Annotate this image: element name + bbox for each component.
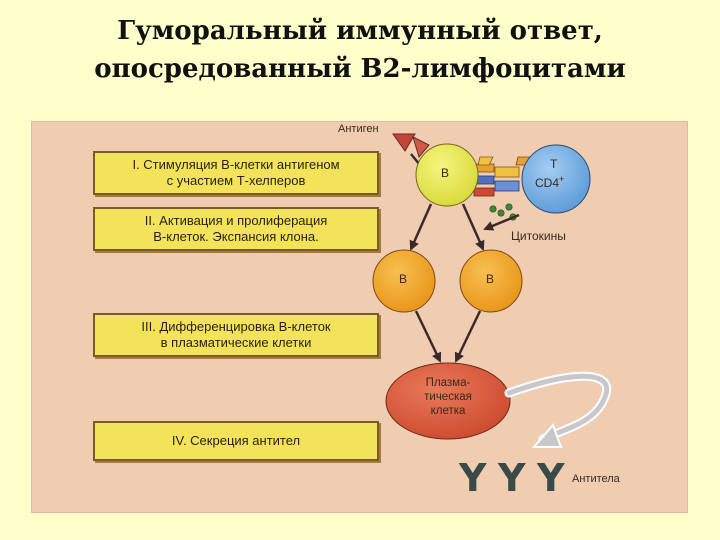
step-2-line-1: II. Активация и пролиферация [144,213,328,228]
diagram-drawing [372,133,612,448]
arrow-to-plasma-right [454,310,482,363]
b-clone-left-label: B [399,272,408,286]
step-3-box: III. Дифференцировка В-клеток в плазмати… [93,313,379,357]
plasma-label-line-1: Плазма- [425,377,471,389]
b-clone-right-label: B [486,272,495,286]
diagram-figure: I. Стимуляция В-клетки антигеном с участ… [31,121,688,513]
cd4-superscript: + [559,174,565,184]
b-cell-label: B [441,166,450,180]
plasma-label-line-3: клетка [430,405,466,417]
cd4-text: CD4 [535,176,560,190]
step-4-line-1: IV. Секреция антител [171,433,301,448]
plasma-cell-label: Плазма- тическая клетка [406,376,490,418]
slide-title: Гуморальный иммунный ответ, опосредованн… [0,12,720,88]
step-3-line-1: III. Дифференцировка В-клеток [141,319,331,334]
antigen-label: Антиген [338,123,379,135]
step-1-line-2: с участием Т-хелперов [166,173,306,188]
cytokines-label: Цитокины [511,229,566,243]
step-2-box: II. Активация и пролиферация В-клеток. Э… [93,207,379,251]
step-2-line-2: В-клеток. Экспансия клона. [153,229,319,244]
b-cell-clone-right [459,249,523,313]
step-1-box: I. Стимуляция В-клетки антигеном с участ… [93,151,379,195]
antibodies-label: Антитела [572,473,620,485]
antibody-1-icon: Y [459,456,487,500]
plasma-label-line-2: тическая [424,391,472,403]
arrow-to-clone-right [461,203,485,251]
cytokine-arrow [483,213,520,231]
t-helper-cell [521,144,591,214]
arrow-to-clone-left [409,203,433,251]
arrow-to-plasma-left [414,310,442,363]
step-4-box: IV. Секреция антител [93,421,379,461]
secretion-arrow [506,373,610,442]
plasma-cell [385,362,511,440]
step-1-line-1: I. Стимуляция В-клетки антигеном [132,157,340,172]
b-cell-clone-left [372,249,436,313]
title-line-1: Гуморальный иммунный ответ, [117,16,603,46]
b-cell-stimulated [415,143,479,207]
antigen-shape [392,133,430,159]
secretion-arrow-head [531,423,563,448]
t-cell-cd4-label: CD4+ [535,174,564,190]
step-3-line-2: в плазматические клетки [160,335,312,350]
antibody-3-icon: Y [537,456,565,500]
title-line-2: опосредованный В2-лимфоцитами [94,54,626,84]
t-cell-label: T [550,157,558,171]
antibody-2-icon: Y [498,456,526,500]
